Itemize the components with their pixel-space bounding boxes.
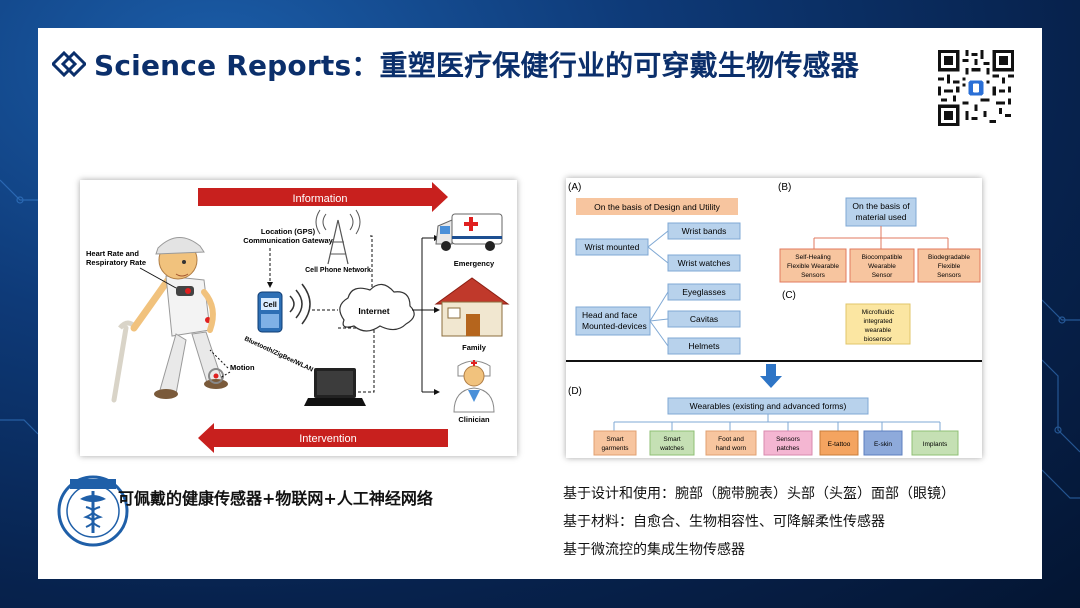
svg-text:watches: watches [659, 445, 685, 452]
svg-text:Cell: Cell [263, 300, 277, 309]
svg-text:Smart: Smart [663, 436, 681, 443]
svg-text:Biocompatible: Biocompatible [862, 254, 903, 261]
left-figure-caption: 可佩戴的健康传感器+物联网+人工神经网络 [118, 489, 433, 508]
cell-phone-icon [257, 291, 283, 333]
sensors-patches-box [763, 430, 813, 456]
svg-text:Communication Gateway: Communication Gateway [243, 236, 333, 245]
svg-text:Eyeglasses: Eyeglasses [682, 287, 725, 297]
design-utility-box [576, 198, 738, 215]
svg-text:Biodegradable: Biodegradable [928, 254, 970, 261]
material-box [845, 197, 917, 227]
svg-text:Cell Phone Network: Cell Phone Network [305, 267, 371, 274]
svg-text:integrated: integrated [864, 318, 893, 325]
svg-text:wearable: wearable [864, 327, 892, 334]
iot-health-figure: Information Intervention [80, 180, 517, 456]
slide: Science Reports：重塑医疗保健行业的可穿戴生物传感器 [38, 28, 1042, 579]
svg-text:Internet: Internet [358, 306, 389, 316]
svg-text:Wearables (existing and advanc: Wearables (existing and advanced forms) [690, 401, 847, 411]
ambulance-icon [435, 213, 503, 251]
elderly-person-illustration [111, 237, 228, 403]
svg-text:Sensors: Sensors [937, 272, 962, 279]
university-seal-icon [57, 475, 129, 547]
smart-watches-box [649, 430, 695, 456]
foot-hand-box [705, 430, 757, 456]
svg-text:Family: Family [462, 343, 487, 352]
svg-text:Head and face: Head and face [582, 310, 638, 320]
house-icon [434, 277, 510, 337]
svg-text:Flexible: Flexible [938, 263, 961, 270]
diamond-logo-icon [52, 50, 86, 78]
information-arrow: Information [198, 182, 448, 212]
svg-text:Microfluidic: Microfluidic [862, 309, 895, 316]
svg-text:Sensor: Sensor [872, 272, 893, 279]
svg-text:Clinician: Clinician [458, 415, 490, 424]
svg-text:Respiratory Rate: Respiratory Rate [86, 258, 146, 267]
self-healing-box [779, 248, 847, 283]
svg-text:Information: Information [292, 193, 347, 205]
svg-text:Flexible Wearable: Flexible Wearable [787, 263, 839, 270]
summary-line-microfluidic: 基于微流控的集成生物传感器 [563, 542, 745, 558]
svg-text:patches: patches [777, 445, 801, 452]
svg-text:On the basis of: On the basis of [852, 201, 910, 211]
e-skin-box [863, 430, 903, 456]
clinician-icon [453, 360, 495, 413]
svg-text:biosensor: biosensor [864, 336, 893, 343]
biocompatible-box [849, 248, 915, 283]
summary-line-material: 基于材料：自愈合、生物相容性、可降解柔性传感器 [563, 514, 885, 530]
svg-text:Wrist mounted: Wrist mounted [585, 242, 640, 252]
svg-text:On the basis of Design and Uti: On the basis of Design and Utility [594, 202, 720, 212]
svg-text:Foot and: Foot and [718, 436, 744, 443]
svg-text:(A): (A) [568, 182, 581, 193]
page-title: Science Reports：重塑医疗保健行业的可穿戴生物传感器 [94, 49, 859, 82]
implants-box [911, 430, 959, 456]
svg-text:Location (GPS): Location (GPS) [261, 227, 316, 236]
svg-text:(C): (C) [782, 290, 796, 301]
svg-text:Wearable: Wearable [868, 263, 896, 270]
svg-text:Wrist watches: Wrist watches [678, 258, 731, 268]
biodegradable-box [917, 248, 981, 283]
svg-text:Cavitas: Cavitas [690, 314, 718, 324]
svg-text:(D): (D) [568, 386, 582, 397]
antenna-icon [315, 209, 361, 265]
svg-text:E-skin: E-skin [874, 441, 892, 448]
svg-text:Heart Rate and: Heart Rate and [86, 249, 139, 258]
svg-text:Mounted-devices: Mounted-devices [582, 321, 647, 331]
down-arrow-icon [760, 364, 782, 388]
qr-code-icon [938, 50, 1014, 126]
svg-text:Sensors: Sensors [801, 272, 826, 279]
laptop-icon [304, 368, 366, 406]
intervention-arrow: Intervention [198, 423, 448, 453]
internet-cloud-icon [339, 283, 415, 332]
svg-text:Intervention: Intervention [299, 433, 356, 445]
svg-text:material used: material used [855, 212, 906, 222]
svg-text:garments: garments [601, 445, 629, 452]
svg-text:Wrist bands: Wrist bands [682, 226, 727, 236]
svg-text:Smart: Smart [606, 436, 624, 443]
wearable-classification-figure: (A) (B) (C) (D) On the basis of Design a… [566, 178, 982, 458]
smart-garments-box [593, 430, 637, 456]
summary-line-design: 基于设计和使用：腕部（腕带腕表）头部（头盔）面部（眼镜） [563, 486, 955, 502]
right-figure-summary: 基于设计和使用：腕部（腕带腕表）头部（头盔）面部（眼镜） 基于材料：自愈合、生物… [563, 484, 955, 568]
e-tattoo-box [819, 430, 859, 456]
svg-text:Implants: Implants [923, 441, 948, 448]
svg-text:Self-Healing: Self-Healing [795, 254, 831, 261]
title-row: Science Reports：重塑医疗保健行业的可穿戴生物传感器 [52, 42, 859, 86]
svg-text:hand worn: hand worn [716, 445, 747, 452]
svg-text:E-tattoo: E-tattoo [828, 441, 851, 448]
svg-text:Helmets: Helmets [688, 341, 719, 351]
svg-text:Motion: Motion [230, 363, 255, 372]
svg-text:Sensors: Sensors [776, 436, 801, 443]
svg-text:Emergency: Emergency [454, 259, 495, 268]
microfluidic-box [845, 303, 911, 345]
svg-text:(B): (B) [778, 182, 791, 193]
